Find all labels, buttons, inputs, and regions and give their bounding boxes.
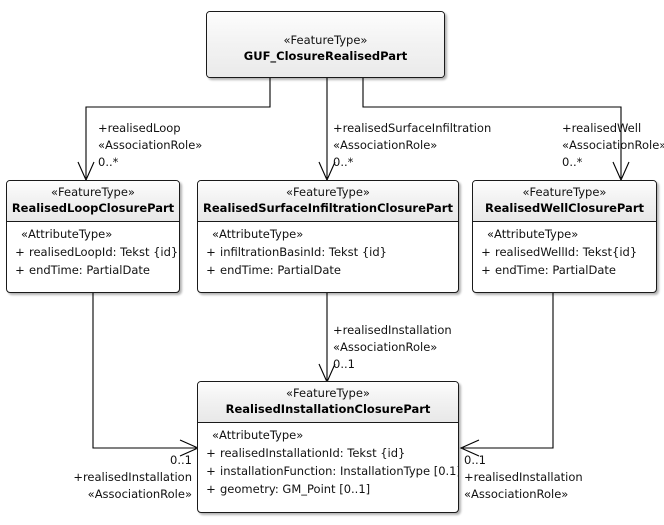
association-label-realised-loop[interactable]: +realisedLoop «AssociationRole» 0..*: [98, 120, 202, 171]
attribute-text: installationFunction: InstallationType […: [220, 464, 459, 478]
attribute-stereotype: «AttributeType»: [212, 227, 304, 241]
association-multiplicity: 0..1: [170, 453, 192, 467]
attribute-stereotype: «AttributeType»: [487, 227, 579, 241]
attribute-text: realisedWellId: Tekst{id}: [495, 245, 638, 259]
class-name: GUF_ClosureRealisedPart: [243, 49, 408, 63]
attribute-text: endTime: PartialDate: [495, 263, 616, 277]
association-stereotype: «AssociationRole»: [98, 138, 203, 152]
association-role-name: +realisedInstallation: [464, 470, 583, 484]
attribute-row: + geometry: GM_Point [0..1]: [202, 480, 454, 498]
class-name: RealisedLoopClosurePart: [11, 201, 175, 215]
attribute-row: + endTime: PartialDate: [202, 261, 454, 279]
association-label-realised-surface-infiltration[interactable]: +realisedSurfaceInfiltration «Associatio…: [333, 120, 491, 171]
association-label-realised-installation-center[interactable]: +realisedInstallation «AssociationRole» …: [333, 322, 452, 373]
class-header: «FeatureType» RealisedSurfaceInfiltratio…: [198, 181, 458, 222]
class-box-realised-installation-closure-part[interactable]: «FeatureType» RealisedInstallationClosur…: [197, 381, 459, 513]
attribute-text: realisedLoopId: Tekst {id}: [29, 245, 179, 259]
attribute-stereotype: «AttributeType»: [212, 428, 304, 442]
class-attributes-compartment: «AttributeType» + realisedWellId: Tekst{…: [473, 222, 656, 284]
class-name: RealisedWellClosurePart: [485, 201, 644, 215]
attribute-visibility: +: [15, 263, 25, 277]
attribute-row: + installationFunction: InstallationType…: [202, 462, 458, 480]
class-stereotype: «FeatureType»: [51, 185, 135, 199]
association-multiplicity: 0..1: [464, 453, 486, 467]
association-stereotype: «AssociationRole»: [333, 138, 438, 152]
association-role-name: +realisedSurfaceInfiltration: [333, 121, 492, 135]
attribute-visibility: +: [206, 245, 216, 259]
attribute-visibility: +: [206, 482, 216, 496]
association-multiplicity: 0..*: [562, 155, 583, 169]
connector-well-to-installation: [463, 293, 554, 449]
association-role-name: +realisedInstallation: [333, 323, 452, 337]
association-role-name: +realisedInstallation: [73, 470, 192, 484]
attribute-visibility: +: [15, 245, 25, 259]
class-attributes-compartment: «AttributeType» + realisedInstallationId…: [198, 423, 458, 503]
attribute-visibility: +: [481, 263, 491, 277]
association-stereotype: «AssociationRole»: [562, 138, 664, 152]
class-header: «FeatureType» RealisedWellClosurePart: [473, 181, 656, 222]
association-role-name: +realisedLoop: [98, 121, 181, 135]
attribute-visibility: +: [206, 464, 216, 478]
attribute-row: + endTime: PartialDate: [11, 261, 175, 279]
class-box-realised-loop-closure-part[interactable]: «FeatureType» RealisedLoopClosurePart «A…: [6, 180, 180, 293]
class-box-guf-closure-realised-part[interactable]: «FeatureType» GUF_ClosureRealisedPart: [206, 11, 445, 78]
association-stereotype: «AssociationRole»: [464, 487, 569, 501]
class-stereotype: «FeatureType»: [283, 33, 368, 47]
association-multiplicity: 0..*: [333, 155, 354, 169]
association-stereotype: «AssociationRole»: [87, 487, 192, 501]
attribute-row: + realisedInstallationId: Tekst {id}: [202, 444, 454, 462]
attribute-visibility: +: [206, 263, 216, 277]
association-stereotype: «AssociationRole»: [333, 340, 438, 354]
connector-loop-to-installation: [92, 293, 196, 449]
attribute-text: endTime: PartialDate: [220, 263, 341, 277]
attribute-row: + endTime: PartialDate: [477, 261, 652, 279]
association-label-realised-installation-right[interactable]: 0..1 +realisedInstallation «AssociationR…: [464, 452, 583, 503]
attribute-text: infiltrationBasinId: Tekst {id}: [220, 245, 387, 259]
attribute-text: endTime: PartialDate: [29, 263, 150, 277]
class-attributes-compartment: «AttributeType» + realisedLoopId: Tekst …: [7, 222, 179, 284]
attribute-visibility: +: [481, 245, 491, 259]
attribute-stereotype: «AttributeType»: [21, 227, 113, 241]
class-header: «FeatureType» GUF_ClosureRealisedPart: [207, 12, 444, 77]
association-multiplicity: 0..*: [98, 155, 119, 169]
attribute-row: + infiltrationBasinId: Tekst {id}: [202, 243, 454, 261]
class-box-realised-well-closure-part[interactable]: «FeatureType» RealisedWellClosurePart «A…: [472, 180, 657, 293]
class-name: RealisedInstallationClosurePart: [225, 402, 431, 416]
attribute-row: + realisedWellId: Tekst{id}: [477, 243, 652, 261]
association-role-name: +realisedWell: [562, 121, 642, 135]
attribute-visibility: +: [206, 446, 216, 460]
association-multiplicity: 0..1: [333, 357, 355, 371]
class-header: «FeatureType» RealisedLoopClosurePart: [7, 181, 179, 222]
arrowhead-guf-to-loop: [77, 161, 95, 182]
attribute-text: realisedInstallationId: Tekst {id}: [220, 446, 406, 460]
class-stereotype: «FeatureType»: [522, 185, 607, 199]
attribute-text: geometry: GM_Point [0..1]: [220, 482, 371, 496]
class-header: «FeatureType» RealisedInstallationClosur…: [198, 382, 458, 423]
class-box-realised-surface-infiltration-closure-part[interactable]: «FeatureType» RealisedSurfaceInfiltratio…: [197, 180, 459, 293]
association-label-realised-well[interactable]: +realisedWell «AssociationRole» 0..*: [562, 120, 664, 171]
class-stereotype: «FeatureType»: [286, 185, 370, 199]
class-name: RealisedSurfaceInfiltrationClosurePart: [203, 201, 453, 215]
class-stereotype: «FeatureType»: [286, 386, 370, 400]
class-attributes-compartment: «AttributeType» + infiltrationBasinId: T…: [198, 222, 458, 284]
association-label-realised-installation-left[interactable]: 0..1 +realisedInstallation «AssociationR…: [20, 452, 192, 503]
attribute-row: + realisedLoopId: Tekst {id}: [11, 243, 179, 261]
